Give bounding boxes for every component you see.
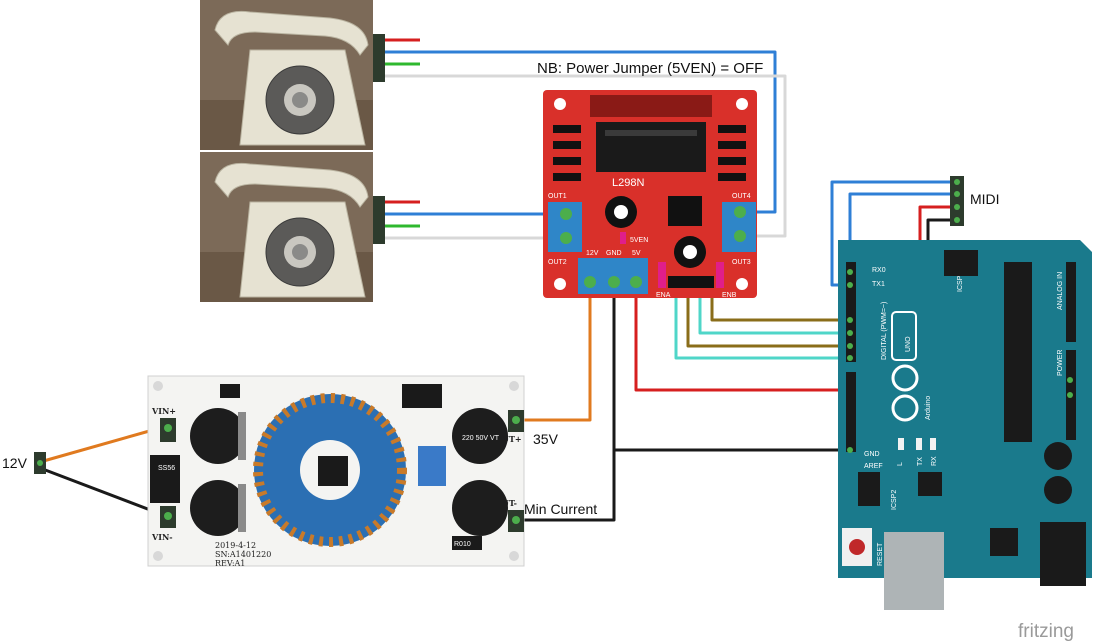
l298n-out3-label: OUT3 [732, 259, 751, 266]
phone-top-connector [373, 34, 385, 82]
wire-gnd-booster [513, 284, 616, 522]
arduino-aref-label: AREF [864, 463, 883, 470]
l298n-gnd-label: GND [606, 250, 622, 257]
arduino-icsp-label: ICSP [957, 275, 964, 292]
wire-phone1-white [385, 74, 787, 238]
arduino-analog-label: ANALOG IN [1057, 272, 1064, 310]
arduino-l-led-label: L [897, 462, 904, 466]
booster-cap-label: 220 50V VT [462, 435, 500, 442]
arduino-gnd-label: GND [864, 451, 880, 458]
l298n-enb-label: ENB [722, 292, 737, 299]
l298n-board: L298N OUT1 OUT2 OUT3 OUT4 [543, 90, 757, 299]
wire-in-olive-2 [686, 284, 850, 348]
arduino-model-label: UNO [905, 336, 912, 352]
booster-diode-label: SS56 [158, 465, 175, 472]
arduino-reset-label: RESET [877, 542, 884, 566]
arduino-brand-label: Arduino [925, 396, 932, 420]
booster-out-plus-label: OUT+ [495, 434, 522, 444]
output-35v-label: 35V [533, 431, 559, 447]
wire-12v-orange [39, 426, 161, 464]
input-12v-label: 12V [2, 455, 28, 471]
arduino-icsp2-label: ICSP2 [891, 490, 898, 510]
arduino-power-label: POWER [1057, 350, 1064, 376]
wire-phone1-blue [385, 50, 777, 214]
wire-35v-orange [513, 284, 592, 422]
arduino-uno: Arduino UNO DIGITAL (PWM=~) ANALOG IN PO… [838, 240, 1092, 610]
l298n-out1-label: OUT1 [548, 193, 567, 200]
arduino-tx1-label: TX1 [872, 281, 885, 288]
telephone-bottom [200, 152, 373, 302]
booster-rev-label: REV:A1 [215, 559, 245, 568]
booster-serial-label: SN:A1401220 [215, 550, 271, 559]
arduino-rx0-label: RX0 [872, 267, 886, 274]
midi-label: MIDI [970, 191, 1000, 207]
l298n-12v-label: 12V [586, 250, 599, 257]
phone-bottom-connector [373, 196, 385, 244]
booster-resistor-label: R010 [454, 541, 471, 548]
min-current-label: Min Current [524, 501, 597, 517]
arduino-pin-dots [847, 269, 1073, 453]
booster-date-label: 2019-4-12 [215, 541, 256, 550]
midi-connector [950, 176, 964, 226]
wire-12v-black [39, 466, 167, 518]
telephone-top [200, 0, 373, 150]
l298n-5v-label: 5V [632, 250, 641, 257]
l298n-out2-label: OUT2 [548, 259, 567, 266]
l298n-chip-label: L298N [612, 177, 644, 189]
arduino-tx-label: TX [917, 457, 924, 466]
arduino-rx-label: RX [931, 456, 938, 466]
arduino-digital-label: DIGITAL (PWM=~) [881, 302, 888, 360]
booster-vin-minus-label: VIN- [151, 532, 173, 542]
l298n-out4-label: OUT4 [732, 193, 751, 200]
booster-vin-plus-label: VIN+ [151, 406, 176, 416]
wire-in-cyan-1 [698, 284, 850, 335]
wire-in-cyan-2 [674, 284, 850, 360]
l298n-ena-label: ENA [656, 292, 671, 299]
fritzing-watermark: fritzing [1018, 621, 1074, 642]
l298n-5ven-label: 5VEN [630, 237, 648, 244]
power-12v-connector [34, 452, 46, 474]
boost-converter: VIN+ VIN- OUT+ OUT- SS56 220 50V VT R010… [147, 375, 525, 568]
nb-power-jumper-note: NB: Power Jumper (5VEN) = OFF [537, 60, 763, 77]
